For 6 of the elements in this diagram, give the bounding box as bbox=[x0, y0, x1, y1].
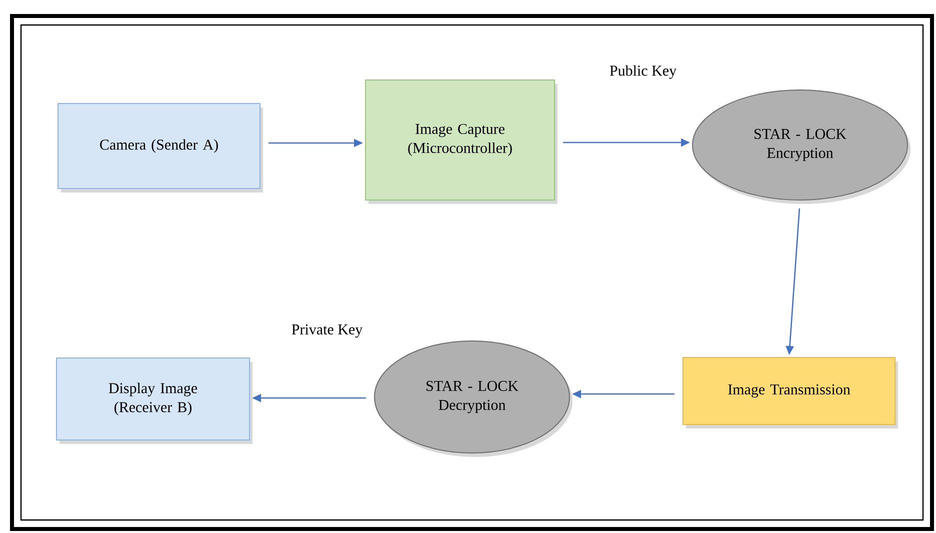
process-box: Display Image (Receiver B) bbox=[56, 358, 252, 444]
process-box: Image Transmission bbox=[682, 357, 898, 428]
process-box: Camera (Sender A) bbox=[58, 103, 263, 192]
key-label: Private Key bbox=[292, 324, 363, 338]
key-label: Public Key bbox=[610, 65, 676, 79]
process-box: Image Capture (Microcontroller) bbox=[365, 80, 558, 204]
